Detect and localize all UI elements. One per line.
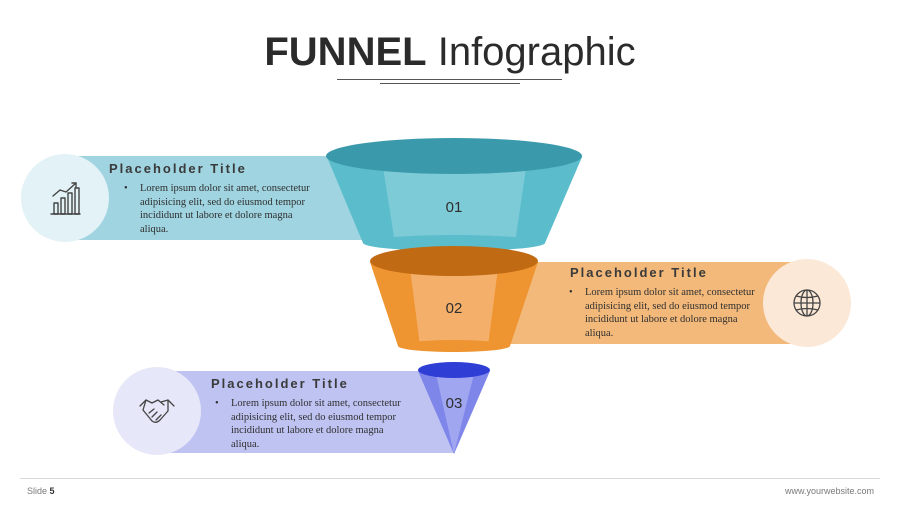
funnel-stage-2 xyxy=(370,246,538,352)
bar-chart-icon xyxy=(50,182,81,215)
stage-3-icon-circle xyxy=(113,367,201,455)
slide-number-label: Slide 5 xyxy=(27,486,55,496)
bullet-icon: • xyxy=(124,183,128,194)
slide-label: Slide xyxy=(27,486,48,496)
stage-1-title: Placeholder Title xyxy=(109,161,247,176)
stage-2-number: 02 xyxy=(445,300,463,317)
stage-1-text: • Lorem ipsum dolor sit amet, consectetu… xyxy=(124,182,322,236)
title-light: Infographic xyxy=(437,30,636,74)
website-link[interactable]: www.yourwebsite.com xyxy=(784,486,874,496)
stage-2-title: Placeholder Title xyxy=(570,265,708,280)
stage-1-text-body: Lorem ipsum dolor sit amet, consectetur … xyxy=(140,183,310,235)
globe-icon xyxy=(793,289,821,317)
slide-number: 5 xyxy=(49,486,55,496)
footer-divider xyxy=(20,478,880,479)
funnel-stage-3 xyxy=(418,362,490,454)
stage-3-text: • Lorem ipsum dolor sit amet, consectetu… xyxy=(215,397,403,451)
stage-2-text: • Lorem ipsum dolor sit amet, consectetu… xyxy=(569,286,763,340)
funnel-stage-1 xyxy=(326,138,582,251)
stage-3-band xyxy=(155,371,455,453)
stage-3-title: Placeholder Title xyxy=(211,376,349,391)
bullet-icon: • xyxy=(215,398,219,409)
title-underline-top xyxy=(337,79,562,80)
stage-3-text-body: Lorem ipsum dolor sit amet, consectetur … xyxy=(231,398,401,450)
stage-1-number: 01 xyxy=(445,199,463,216)
title-bold: FUNNEL xyxy=(264,30,427,74)
stage-3-number: 03 xyxy=(445,395,463,412)
bullet-icon: • xyxy=(569,287,573,298)
stage-2-text-body: Lorem ipsum dolor sit amet, consectetur … xyxy=(585,287,755,339)
title-underline-bottom xyxy=(380,83,520,84)
handshake-icon xyxy=(139,399,175,423)
slide-title: FUNNEL Infographic xyxy=(0,28,900,76)
